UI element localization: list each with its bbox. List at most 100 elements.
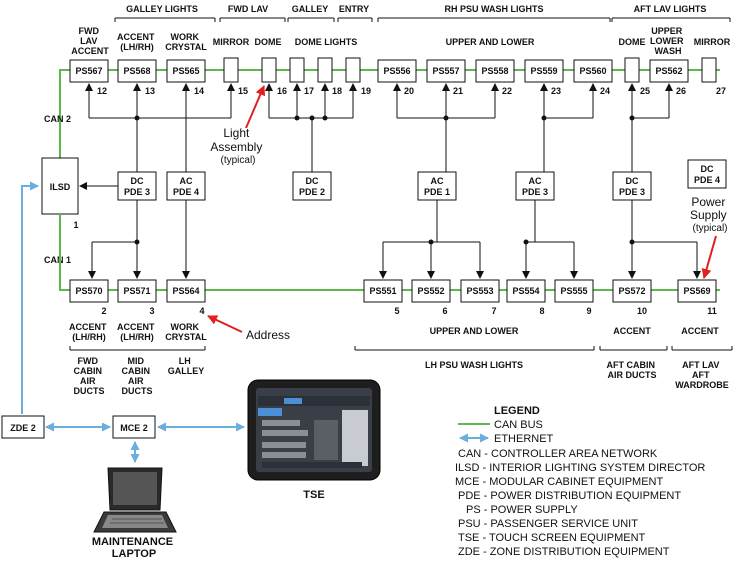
svg-text:14: 14 <box>194 86 204 96</box>
unit-ps570 <box>69 279 109 303</box>
svg-text:2: 2 <box>101 306 106 316</box>
legend-item: ILSD - INTERIOR LIGHTING SYSTEM DIRECTOR <box>455 462 705 474</box>
light-assembly-15 <box>223 57 239 83</box>
header-galley: GALLEY <box>292 4 329 14</box>
light-assembly-17 <box>289 57 305 83</box>
power-supply-note: Power Supply (typical) <box>690 195 730 234</box>
legend-item: PDE - POWER DISTRIBUTION EQUIPMENT <box>458 490 681 502</box>
unit-ps560 <box>573 59 613 83</box>
top-power-wiring <box>85 83 673 172</box>
light-assembly-note: Light Assembly (typical) <box>210 126 265 166</box>
laptop-icon <box>93 467 177 533</box>
can2-label: CAN 2 <box>44 114 71 124</box>
ac-pde3 <box>515 171 555 201</box>
dc-pde3-right <box>612 171 652 201</box>
unit-ps552 <box>411 279 451 303</box>
unit-ps559 <box>524 59 564 83</box>
label-accent-top: ACCENT (LH/RH) <box>117 32 157 52</box>
svg-text:22: 22 <box>502 86 512 96</box>
svg-text:PS571: PS571 <box>123 286 150 296</box>
svg-text:24: 24 <box>600 86 610 96</box>
light-assembly-25 <box>624 57 640 83</box>
unit-ps558 <box>475 59 515 83</box>
label-lh-galley: LH GALLEY <box>168 356 205 376</box>
maintenance-laptop-label: MAINTENANCE LAPTOP <box>92 536 176 560</box>
svg-text:3: 3 <box>149 306 154 316</box>
legend-ethernet: ETHERNET <box>494 433 554 445</box>
light-assembly-18 <box>317 57 333 83</box>
svg-text:13: 13 <box>145 86 155 96</box>
unit-ps564 <box>166 279 206 303</box>
svg-text:PS556: PS556 <box>383 66 410 76</box>
unit-ps556 <box>377 59 417 83</box>
dc-pde2 <box>292 171 332 201</box>
light-assembly-19 <box>345 57 361 83</box>
legend-item: PSU - PASSENGER SERVICE UNIT <box>458 518 638 530</box>
header-galley-lights: GALLEY LIGHTS <box>126 4 198 14</box>
mce-box <box>112 415 156 439</box>
svg-text:23: 23 <box>551 86 561 96</box>
label-fwd-cabin: FWD CABIN AIR DUCTS <box>73 356 104 396</box>
dc-pde4 <box>687 159 727 189</box>
ac-pde1 <box>417 171 457 201</box>
legend-item: TSE - TOUCH SCREEN EQUIPMENT <box>458 532 646 544</box>
svg-text:27: 27 <box>716 86 726 96</box>
mce-label: MCE 2 <box>120 423 148 433</box>
zde-box <box>1 415 45 439</box>
label-aft-lav: AFT LAV AFT WARDROBE <box>675 360 729 390</box>
tse-label: TSE <box>303 489 324 501</box>
header-fwd-lav: FWD LAV <box>228 4 268 14</box>
svg-text:PS570: PS570 <box>75 286 102 296</box>
svg-text:9: 9 <box>586 306 591 316</box>
legend: LEGEND CAN BUS ETHERNET CAN - CONTROLLER… <box>455 405 705 558</box>
bottom-power-wiring <box>88 200 701 279</box>
svg-text:PS568: PS568 <box>123 66 150 76</box>
label-work-crystal-top: WORK CRYSTAL <box>165 32 207 52</box>
svg-text:10: 10 <box>637 306 647 316</box>
light-assembly-16 <box>261 57 277 83</box>
label-accent-aft-1: ACCENT <box>613 326 651 336</box>
ilsd-label: ILSD <box>50 182 71 192</box>
unit-ps567 <box>69 59 109 83</box>
svg-text:PS558: PS558 <box>481 66 508 76</box>
label-accent-lhrh-1: ACCENT (LH/RH) <box>69 322 109 342</box>
svg-text:17: 17 <box>304 86 314 96</box>
legend-can-bus: CAN BUS <box>494 419 543 431</box>
can1-bus <box>59 214 720 291</box>
label-accent-lhrh-2: ACCENT (LH/RH) <box>117 322 157 342</box>
label-upper-lower-bottom: UPPER AND LOWER <box>430 326 519 336</box>
unit-ps554 <box>506 279 546 303</box>
svg-text:18: 18 <box>332 86 342 96</box>
dc-pde3-left <box>117 171 157 201</box>
unit-ps571 <box>117 279 157 303</box>
svg-text:PS557: PS557 <box>432 66 459 76</box>
legend-item: CAN - CONTROLLER AREA NETWORK <box>458 448 658 460</box>
svg-text:PS560: PS560 <box>579 66 606 76</box>
svg-text:7: 7 <box>491 306 496 316</box>
unit-ps562 <box>649 59 689 83</box>
header-aft-lav-lights: AFT LAV LIGHTS <box>634 4 707 14</box>
svg-text:4: 4 <box>199 306 204 316</box>
zde-label: ZDE 2 <box>10 423 36 433</box>
address-arrow <box>207 315 243 333</box>
label-dome-aft: DOME <box>619 37 646 47</box>
unit-ps565 <box>166 59 206 83</box>
svg-text:PS551: PS551 <box>369 286 396 296</box>
svg-text:PS552: PS552 <box>417 286 444 296</box>
svg-text:12: 12 <box>97 86 107 96</box>
svg-text:8: 8 <box>539 306 544 316</box>
unit-ps551 <box>363 279 403 303</box>
tse-screen <box>247 379 381 481</box>
label-fwd-lav-accent: FWD LAV ACCENT <box>71 26 109 56</box>
bottom-units: PS570 2 PS571 3 PS564 4 PS551 5 PS552 6 … <box>69 279 717 316</box>
svg-text:PS554: PS554 <box>512 286 539 296</box>
svg-text:PS553: PS553 <box>466 286 493 296</box>
